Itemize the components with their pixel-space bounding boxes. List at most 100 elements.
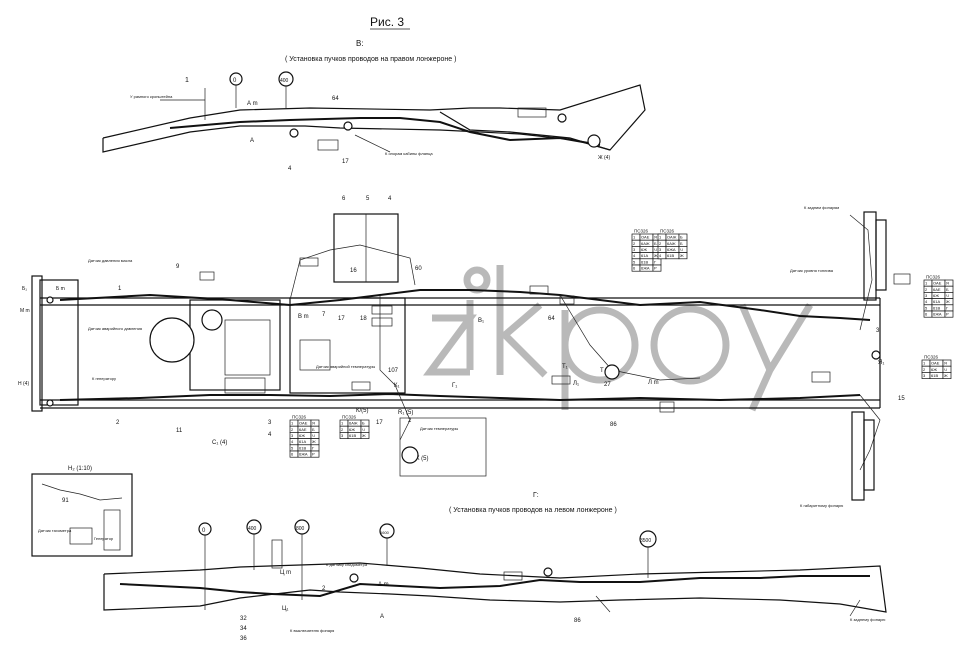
panel-table-cell: 61В [931,373,938,378]
view-n: Н (4) [18,381,29,387]
panel-table-cell: ОАЕ [931,361,940,366]
note-tachometer: Датчик тахометра [38,528,72,533]
callout-17-top: 17 [342,159,349,165]
view-kv: К/(5) [356,408,369,414]
panel-table-cell: ОАЕ [933,281,942,286]
panel-table-cell: Ж [654,253,658,258]
panel-table-cell: 6 [925,312,928,317]
panel-table-cell: Г [654,259,657,264]
view-v1: В₁ [478,318,484,324]
panel-table-cell: 4 [633,253,636,258]
callout-11: 11 [176,428,183,434]
inset-h2: Н₂ (1:10) 91 Датчик тахометра Генератор [31,466,133,557]
view-mm: М m [20,308,30,314]
panel-table-cell: Ж [362,433,366,438]
panel-table-cell: 2 [925,287,928,292]
view-zh: Ж (4) [598,155,610,161]
panel-table-cell: 5 [291,445,294,450]
callout-3-r: 3 [876,328,880,334]
upper-view: В: ( Установка пучков проводов на правом… [102,39,646,172]
panel-table-cell: Ж [680,253,684,258]
view-t1: Т₁ [562,364,568,370]
view-c1-bottom: Ц₁ [282,606,288,612]
note-marker-lamp: К габаритному фонарю [800,503,843,508]
panel-table-cell: 2 [633,241,636,246]
fan [149,317,195,363]
note-to-generator: К генератору [92,376,116,381]
callout-2-bottom: 2 [322,586,326,592]
note-emergency-pressure: Датчик аварийного давления [88,326,142,331]
figure-title: Рис. 3 [370,15,404,29]
view-k5: К (5) [416,456,429,462]
panel-table-cell: 6Ж [641,247,647,252]
note-temp-sensor: Датчик температуры [420,426,458,431]
panel-table-cell: 6Ж [349,427,355,432]
callout-4: 4 [388,196,392,202]
panel-table-cell: Б [362,421,365,426]
panel-table-cell: Я [946,281,949,286]
inset-label: Н₂ (1:10) [68,466,92,472]
callout-17: 17 [338,316,345,322]
callout-2: 2 [116,420,120,426]
note-speedometer: К датчику спидометра [326,562,368,567]
ruler-bottom-400-label: 400 [248,526,257,532]
upper-frame-rail [102,84,646,151]
panel-table-cell: 6 [291,452,294,457]
panel-table-cell: ОАЕ [641,235,650,240]
view-r1: R₁ (5) [398,410,413,416]
panel-table-cell: ОАЕ [299,421,308,426]
panel-table-cell: 2 [341,427,344,432]
callout-64: 64 [548,316,555,322]
callout-86-bottom: 86 [574,618,581,624]
panel-table-cell: Р [654,266,657,271]
panel-table-cell: Б [312,427,315,432]
view-a-m: А m [247,101,258,107]
callout-5: 5 [366,196,370,202]
panel-table-cell: 3 [633,247,636,252]
callout-27: 27 [604,382,611,388]
panel-table-cell: 3 [659,247,662,252]
view-a-bottom: А [380,614,384,620]
note-top-mid: К опорам кабины фланца [385,151,433,156]
callout-3: 3 [268,420,272,426]
cab-floor [289,297,406,394]
panel-table-cell: Г [312,445,315,450]
callout-60: 60 [415,266,422,272]
panel-table-title: ПС326 [634,229,648,234]
panel-table-cell: 6ЖА [933,312,942,317]
callout-2-b: 2 [408,418,412,424]
view-l1: Л₁ [573,381,579,387]
panel-table-cell: Б [654,241,657,246]
panel-table-cell: 1 [925,281,928,286]
note-rear-lamp: К заднему фонарю [850,617,885,622]
main-view: Б₁ Б m М m Н (4) Датчик давления масла Д… [18,196,911,508]
panel-table-cell: ОАЖ [667,235,677,240]
panel-table-cell: 6АЖ [641,241,650,246]
callout-9: 9 [176,264,180,270]
view-vm: В m [298,314,309,320]
upper-view-letter: В: [356,39,364,48]
main-harness [59,289,871,321]
panel-table-cell: 3 [341,433,344,438]
ruler-top-400-label: 400 [280,78,289,84]
callout-4-top: 4 [288,166,292,172]
callout-6: 6 [342,196,346,202]
panel-table-cell: Я [654,235,657,240]
rear-lamp-left [851,411,865,501]
panel-table-cell: 6 [633,266,636,271]
note-lamp-switch: К выключателю фонаря [290,628,334,633]
panel-table-cell: Ж [312,439,316,444]
note-top-left: У рамного кронштейна [130,94,173,99]
panel-table-cell: 61А [641,253,648,258]
callout-7: 7 [322,312,326,318]
note-generator: Генератор [94,536,114,541]
panel-table-cell: 6Ж [931,367,937,372]
view-c1: С₁ (4) [212,440,227,446]
panel-table-cell: 4 [659,253,662,258]
